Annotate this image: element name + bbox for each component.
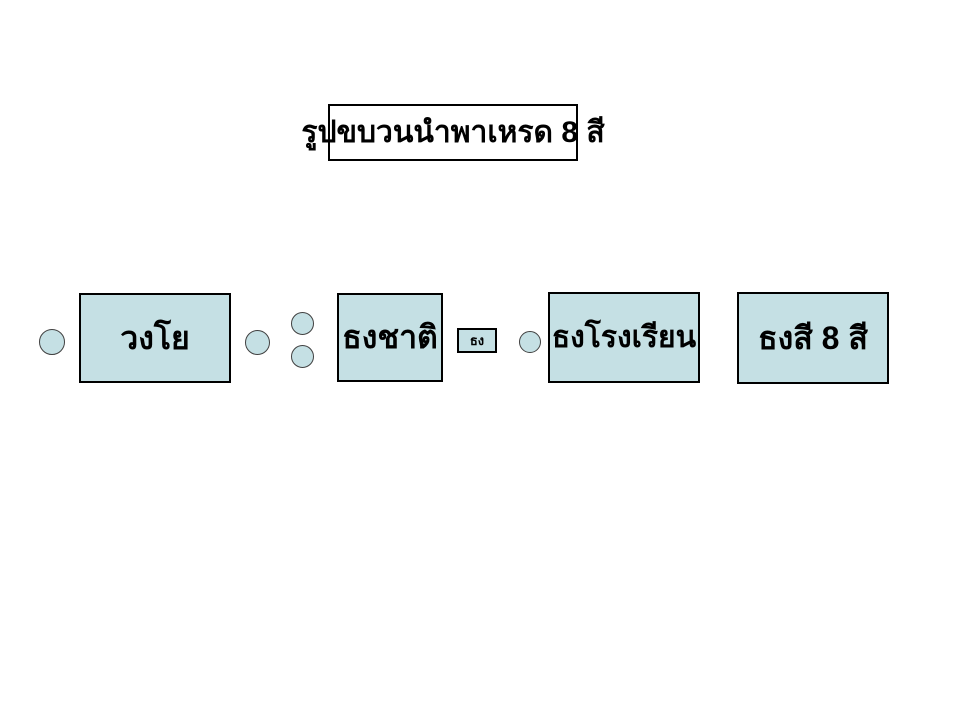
national-flag-box: ธงชาติ — [337, 293, 443, 382]
band-box-label: วงโย — [120, 319, 190, 356]
flag-small-box: ธง — [457, 328, 497, 353]
circle-after-band — [245, 330, 270, 355]
title-box: รูปขบวนนำพาเหรด 8 สี — [301, 104, 605, 161]
circle-pair-bottom — [291, 345, 314, 368]
parade-lead-circle — [39, 329, 65, 355]
color-flags-box-label: ธงสี 8 สี — [758, 319, 868, 356]
circle-pair-top — [291, 312, 314, 335]
school-flag-box-label: ธงโรงเรียน — [551, 321, 697, 354]
color-flags-box: ธงสี 8 สี — [737, 292, 889, 384]
circle-before-school-flag — [519, 331, 541, 353]
page-title: รูปขบวนนำพาเหรด 8 สี — [301, 116, 605, 149]
national-flag-box-label: ธงชาติ — [342, 319, 438, 355]
school-flag-box: ธงโรงเรียน — [548, 292, 700, 383]
band-box: วงโย — [79, 293, 231, 383]
flag-small-box-label: ธง — [469, 333, 485, 348]
